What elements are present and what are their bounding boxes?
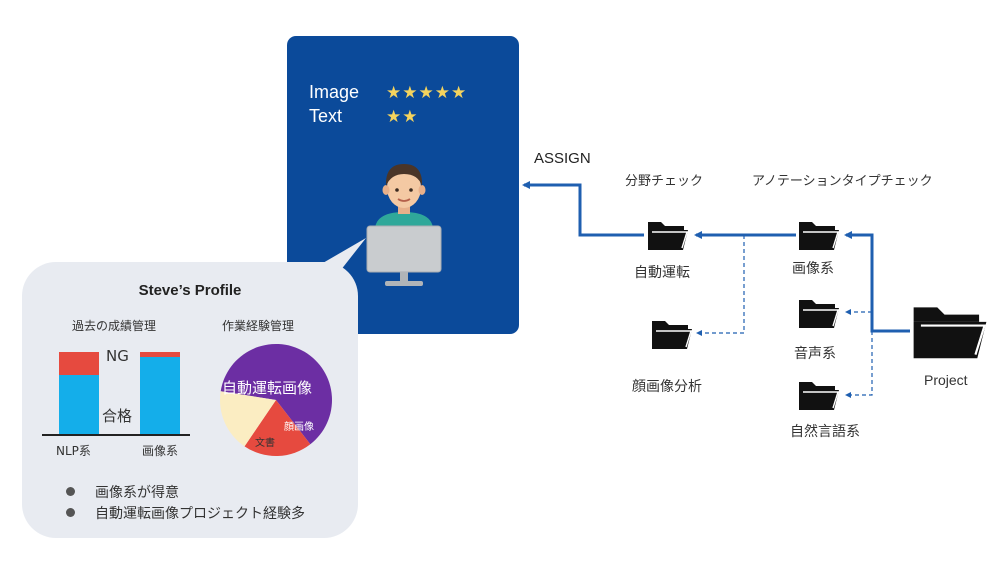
bar-ng-nlp: [59, 352, 99, 375]
folder-label-audio: 音声系: [794, 346, 836, 362]
folder-face-icon: [652, 321, 692, 349]
bar-label-image: 画像系: [142, 444, 179, 458]
pie-slice-document: [219, 391, 276, 447]
pie-label-document: 文書: [255, 438, 275, 449]
folder-project-icon: [913, 307, 987, 359]
rating-label: Text: [309, 106, 343, 126]
profile-bubble: Steve’s Profile 過去の成績管理 作業経験管理 NG 合格 NLP…: [22, 262, 358, 538]
bar-ng-image: [140, 352, 180, 357]
bar-pass-image: [140, 357, 180, 434]
folder-label-image: 画像系: [792, 261, 834, 277]
folder-audio-icon: [799, 300, 839, 328]
experience-title: 作業経験管理: [222, 319, 295, 333]
pie-label-autodrive: 自動運転画像: [222, 379, 313, 397]
pie-slice-face: [244, 400, 311, 457]
profile-bullets: 画像系が得意 自動運転画像プロジェクト経験多: [66, 483, 305, 525]
folder-label-autodrive: 自動運転: [634, 265, 690, 281]
folder-label-nlp: 自然言語系: [790, 424, 860, 440]
star-rating: ★★★★★: [386, 83, 468, 102]
rating-row-image: Image ★★★★★: [309, 82, 467, 103]
baseline: [42, 434, 190, 436]
pie-label-face: 顔画像: [284, 422, 314, 433]
folder-label-face: 顔画像分析: [632, 379, 702, 395]
field-check-label: 分野チェック: [625, 174, 704, 189]
folder-nlp-icon: [799, 382, 839, 410]
ng-label: NG: [106, 347, 129, 365]
assign-label: ASSIGN: [534, 150, 591, 167]
star-rating: ★★: [386, 107, 419, 126]
bullet-item: 自動運転画像プロジェクト経験多: [66, 504, 305, 525]
folder-label-project: Project: [924, 372, 968, 388]
folder-image-icon: [799, 222, 839, 250]
rating-label: Image: [309, 82, 360, 102]
bullet-item: 画像系が得意: [66, 483, 305, 504]
rating-row-text: Text ★★: [309, 106, 419, 127]
annotation-check-label: アノテーションタイプチェック: [752, 174, 933, 189]
pass-label: 合格: [102, 407, 133, 425]
folder-autodrive-icon: [648, 222, 688, 250]
bar-label-nlp: NLP系: [56, 444, 91, 458]
profile-title: Steve’s Profile: [138, 282, 242, 299]
grades-title: 過去の成績管理: [72, 319, 157, 333]
bar-pass-nlp: [59, 375, 99, 434]
worker-computer-icon: [366, 164, 442, 286]
experience-pie: [219, 343, 333, 457]
pie-slice-autodrive: [220, 343, 333, 445]
